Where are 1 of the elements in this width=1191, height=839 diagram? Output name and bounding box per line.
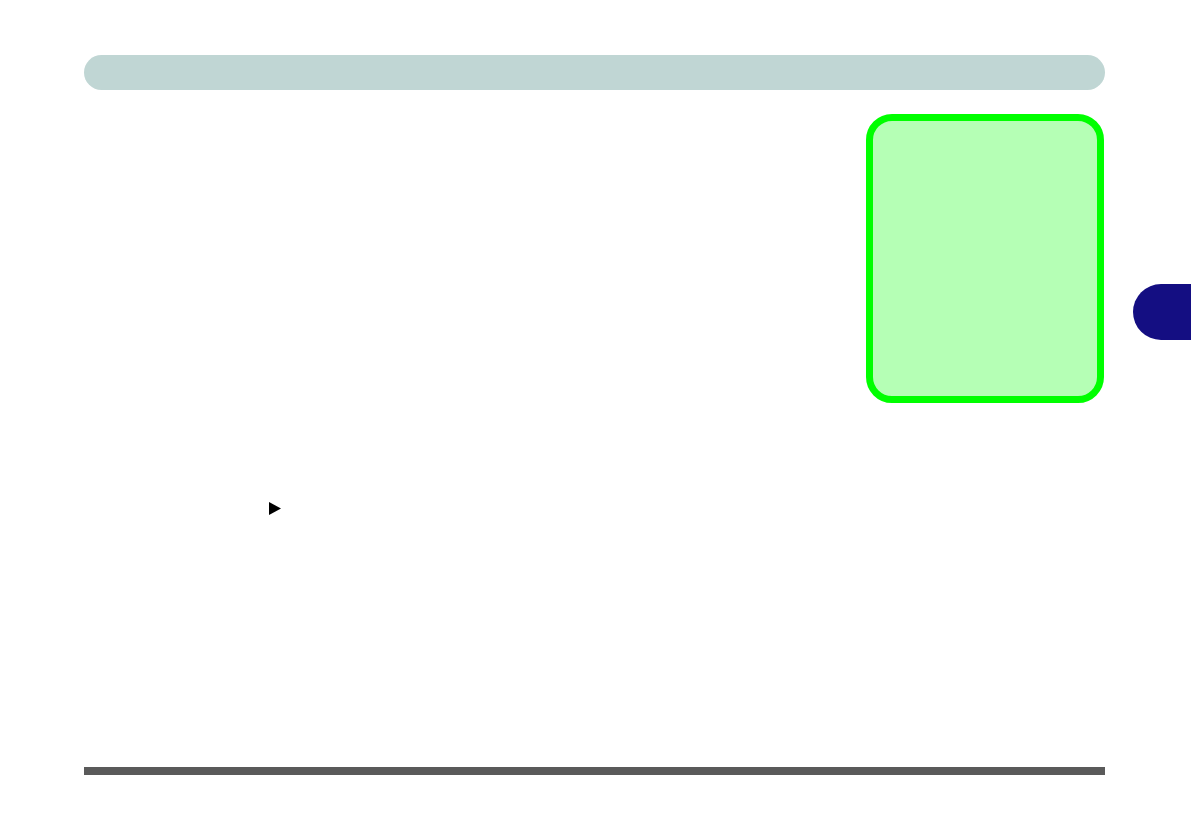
note-box	[866, 114, 1104, 403]
